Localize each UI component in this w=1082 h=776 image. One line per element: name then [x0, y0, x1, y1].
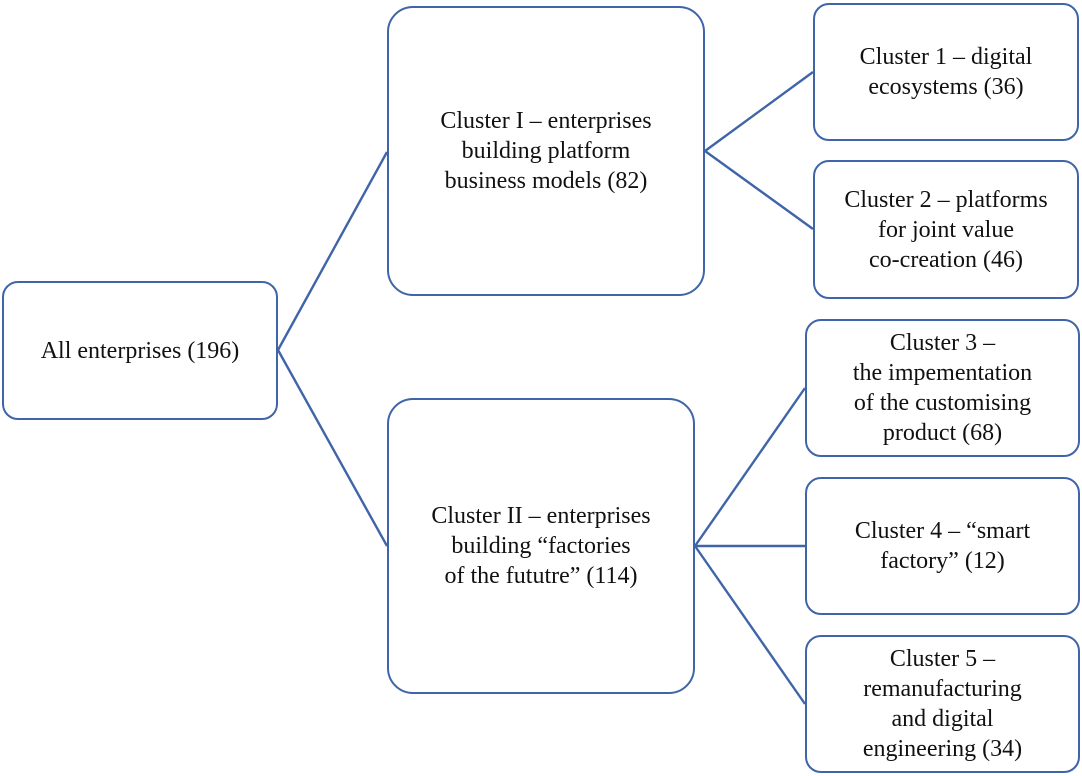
connector-root-to-cluster-i: [276, 151, 389, 351]
node-label: Cluster 1 – digital ecosystems (36): [859, 44, 1033, 100]
connector-cluster-ii-to-cluster-5: [694, 545, 806, 705]
node-label: Cluster 4 – “smart factory” (12): [854, 518, 1031, 574]
node-cluster-5: Cluster 5 – remanufacturing and digital …: [805, 635, 1080, 773]
connector-cluster-i-to-cluster-2: [704, 150, 814, 230]
connector-root-to-cluster-ii: [276, 349, 389, 547]
node-label: Cluster II – enterprises building “facto…: [431, 503, 651, 589]
node-label: Cluster 5 – remanufacturing and digital …: [862, 646, 1023, 762]
node-cluster-ii: Cluster II – enterprises building “facto…: [387, 398, 695, 694]
node-label: Cluster 3 – the impementation of the cus…: [852, 330, 1033, 446]
node-cluster-4: Cluster 4 – “smart factory” (12): [805, 477, 1080, 615]
node-cluster-i: Cluster I – enterprises building platfor…: [387, 6, 705, 296]
node-label: Cluster I – enterprises building platfor…: [440, 108, 652, 194]
connector-cluster-ii-to-cluster-3: [694, 387, 806, 547]
node-all-enterprises: All enterprises (196): [2, 281, 278, 420]
node-cluster-3: Cluster 3 – the impementation of the cus…: [805, 319, 1080, 457]
node-cluster-2: Cluster 2 – platforms for joint value co…: [813, 160, 1079, 299]
connector-cluster-i-to-cluster-1: [704, 71, 814, 152]
node-label: All enterprises (196): [40, 337, 240, 364]
node-label: Cluster 2 – platforms for joint value co…: [844, 186, 1048, 273]
node-cluster-1: Cluster 1 – digital ecosystems (36): [813, 3, 1079, 141]
